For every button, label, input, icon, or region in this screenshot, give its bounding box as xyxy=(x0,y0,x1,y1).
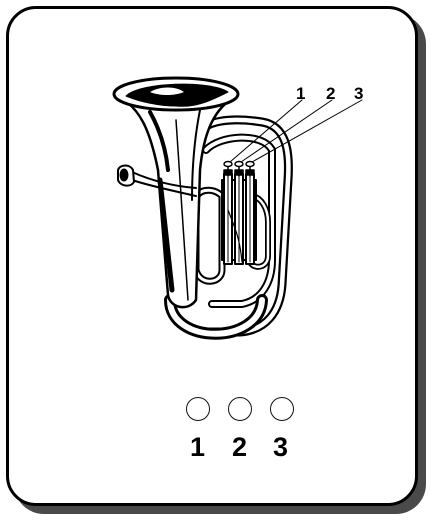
checkbox-label-2: 2 xyxy=(232,432,248,462)
valve-1-checkbox[interactable] xyxy=(186,397,210,421)
pointer-line-3 xyxy=(251,99,363,163)
valve-label-1: 1 xyxy=(296,84,306,103)
checkbox-label-3: 3 xyxy=(273,432,289,462)
pointer-line-2 xyxy=(240,99,333,163)
valve-3-checkbox[interactable] xyxy=(270,397,294,421)
bell-opening xyxy=(125,83,229,107)
pointer-line-1 xyxy=(229,99,303,163)
checkbox-label-1: 1 xyxy=(190,432,206,462)
valve-3 xyxy=(245,160,255,177)
valve-label-3: 3 xyxy=(354,84,364,103)
valve-label-2: 2 xyxy=(326,84,336,103)
leadpipe xyxy=(131,171,197,189)
bell xyxy=(116,94,238,309)
valve-1 xyxy=(223,160,233,177)
valve-2 xyxy=(234,160,244,177)
valve-2-checkbox[interactable] xyxy=(228,397,252,421)
